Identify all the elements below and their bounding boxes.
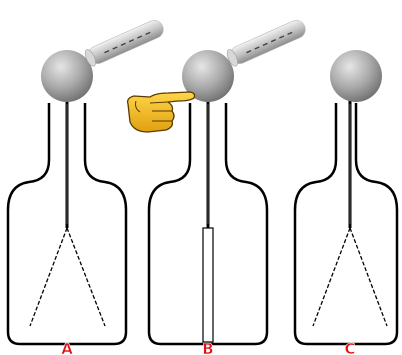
label-a: A (61, 340, 73, 355)
leaf-left-c (312, 227, 351, 327)
metal-sphere-icon (330, 50, 382, 102)
leaf-right-c (349, 227, 388, 327)
electroscope-a: A (6, 20, 164, 355)
leaf-right-a (66, 227, 106, 327)
bottle-a (6, 103, 128, 346)
metal-sphere-icon (182, 50, 234, 102)
collapsed-leaves-b (202, 227, 214, 343)
electroscope-b: B (126, 20, 306, 355)
bottle-b (147, 103, 269, 346)
label-c: C (344, 340, 355, 355)
label-b: B (202, 340, 213, 355)
charged-rod-icon (226, 20, 306, 67)
charged-rod-icon (84, 20, 164, 67)
metal-sphere-icon (41, 50, 93, 102)
bottle-c (293, 103, 399, 346)
leaf-left-a (29, 227, 68, 327)
pointing-hand-icon (126, 91, 196, 133)
electroscope-c: C (293, 50, 399, 355)
